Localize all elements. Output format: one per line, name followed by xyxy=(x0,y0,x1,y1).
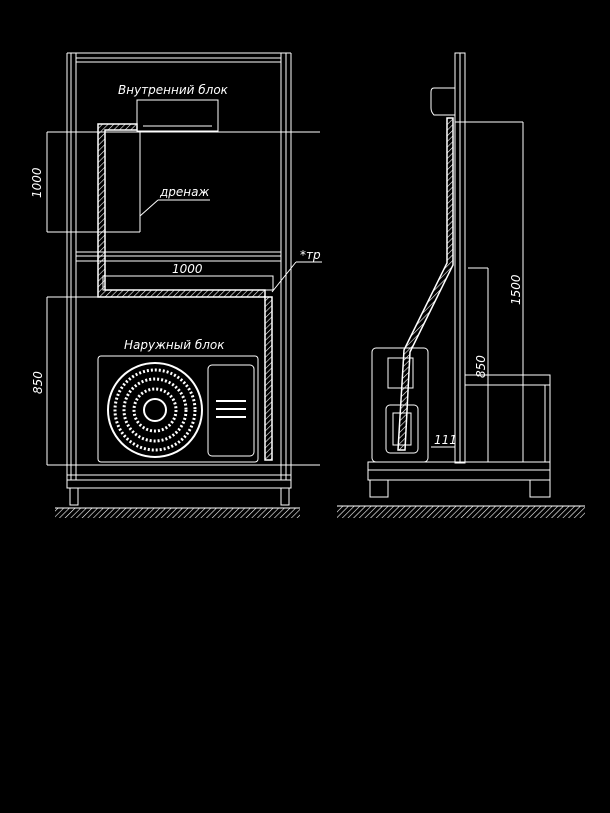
outdoor-unit-side xyxy=(371,347,429,463)
dimension-indoor xyxy=(46,131,320,233)
side-frame xyxy=(367,374,551,498)
dim-indoor-height: 1000 xyxy=(30,167,44,198)
dim-width: 1000 xyxy=(172,262,203,276)
ground-hatch xyxy=(55,508,300,518)
ground-hatch-side xyxy=(337,506,585,518)
dimension-side xyxy=(431,121,524,462)
refrigerant-pipe-side xyxy=(397,117,454,451)
dimension-outdoor xyxy=(46,296,320,466)
dim-side-outdoor-height: 850 xyxy=(474,355,488,378)
indoor-unit-side xyxy=(430,87,455,116)
wall-post xyxy=(454,52,466,464)
indoor-unit-label: Внутренний блок xyxy=(118,83,229,97)
dim-side-indoor-height: 1500 xyxy=(509,274,523,305)
frame xyxy=(66,52,292,506)
front-view: Внутренний блок 1000 дренаж 1000 *тр 850… xyxy=(30,52,322,518)
dim-width-box xyxy=(102,275,274,291)
dim-outdoor-height: 850 xyxy=(31,371,45,394)
dim-offset: 111 xyxy=(434,433,457,447)
pipe-label: *тр xyxy=(300,248,321,262)
outdoor-unit xyxy=(97,355,259,463)
outdoor-unit-label: Наружный блок xyxy=(124,338,225,352)
indoor-unit xyxy=(136,99,219,132)
side-view: 1500 850 111 xyxy=(337,52,585,518)
drainage-label: дренаж xyxy=(159,185,209,199)
